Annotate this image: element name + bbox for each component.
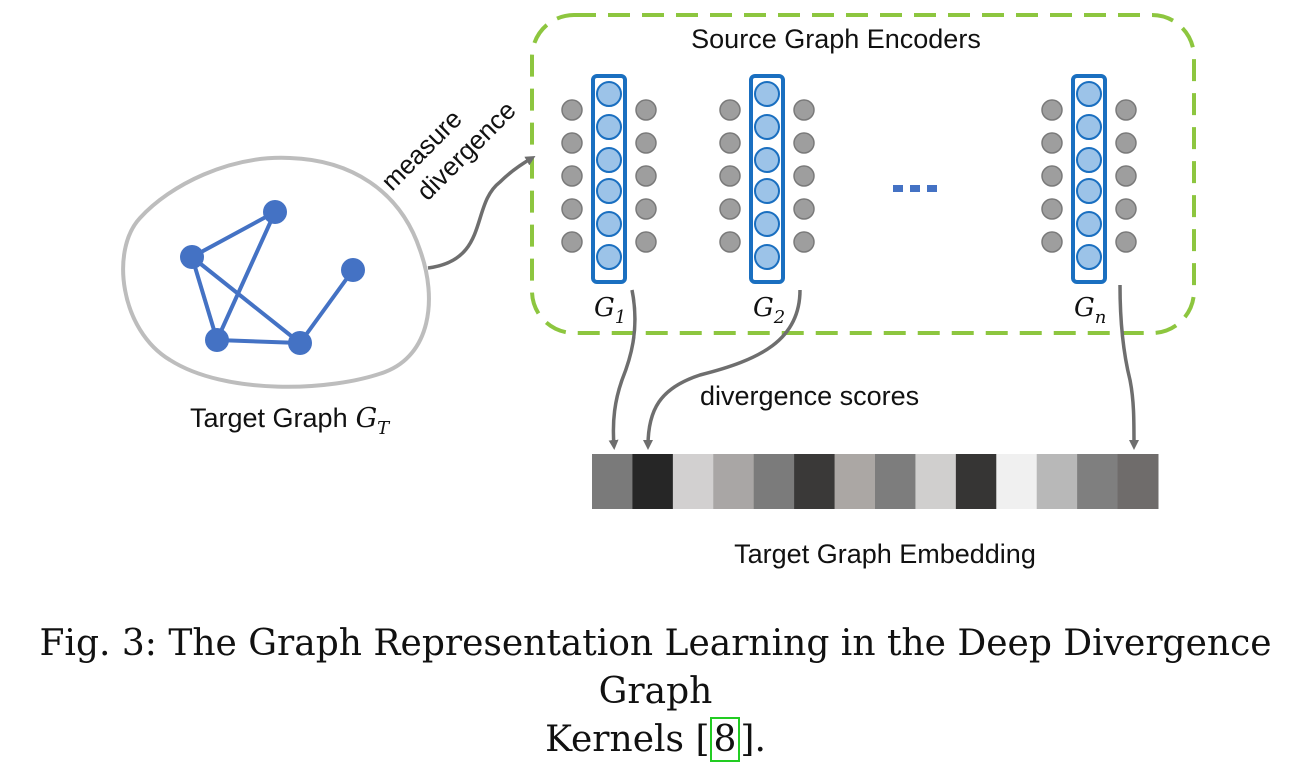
citation-open: [	[695, 719, 710, 760]
embedding-cell	[996, 454, 1038, 509]
measure-divergence-label: measure divergence	[375, 95, 522, 206]
embedding-cell	[955, 454, 997, 509]
hidden-node	[1115, 165, 1137, 187]
hidden-node	[793, 198, 815, 220]
measure-arrow	[427, 155, 536, 270]
hidden-node	[719, 198, 741, 220]
hidden-node	[793, 99, 815, 121]
encoder-node	[754, 211, 780, 237]
hidden-node	[561, 99, 583, 121]
target-graph-outline	[121, 155, 431, 389]
hidden-node	[561, 231, 583, 253]
encoder-node	[596, 178, 622, 204]
caption-line-1: Fig. 3: The Graph Representation Learnin…	[39, 623, 1272, 712]
hidden-node	[1115, 198, 1137, 220]
target-graph-edges	[190, 210, 355, 345]
caption-kernels: Kernels	[545, 719, 684, 760]
embedding-cell	[713, 454, 755, 509]
score-arrow-g1	[608, 289, 637, 450]
encoder-1	[561, 74, 657, 284]
encoder-node	[596, 211, 622, 237]
encoder-node	[754, 178, 780, 204]
encoder-node	[596, 114, 622, 140]
encoder-node	[754, 147, 780, 173]
encoder-node	[1076, 211, 1102, 237]
hidden-node	[1041, 165, 1063, 187]
encoder-frame	[591, 74, 627, 284]
hidden-node	[635, 198, 657, 220]
hidden-node	[1041, 99, 1063, 121]
score-arrow-gn	[1118, 284, 1139, 450]
hidden-node	[1115, 99, 1137, 121]
hidden-node	[719, 99, 741, 121]
encoder-node	[596, 244, 622, 270]
encoder-node	[1076, 81, 1102, 107]
citation-close: ].	[740, 719, 766, 760]
embedding-cell	[915, 454, 957, 509]
encoder-node	[1076, 114, 1102, 140]
encoder-2	[719, 74, 815, 284]
hidden-node	[635, 165, 657, 187]
hidden-node	[793, 165, 815, 187]
encoders-group	[561, 74, 1137, 284]
embedding-cell	[1077, 454, 1119, 509]
encoder-label-gn: Gn	[1074, 293, 1106, 328]
hidden-node	[635, 132, 657, 154]
embedding-cell	[1117, 454, 1159, 509]
encoder-3	[1041, 74, 1137, 284]
embedding-cell	[1036, 454, 1078, 509]
ellipsis-icon	[893, 185, 937, 192]
encoder-node	[596, 81, 622, 107]
embedding-cell	[875, 454, 916, 509]
embedding-cell	[834, 454, 876, 509]
caption-line-2: Kernels [8].	[0, 716, 1311, 764]
hidden-node	[561, 198, 583, 220]
encoder-node	[754, 244, 780, 270]
encoder-label-g2: G2	[753, 293, 785, 328]
hidden-node	[635, 99, 657, 121]
figure-caption: Fig. 3: The Graph Representation Learnin…	[0, 620, 1311, 764]
hidden-node	[1041, 231, 1063, 253]
hidden-node	[561, 165, 583, 187]
figure-canvas: Source Graph Encoders G1 G2 Gn Target Gr…	[121, 13, 1196, 569]
encoder-node	[754, 81, 780, 107]
encoder-label-g1: G1	[594, 293, 626, 328]
embedding-cell	[672, 454, 714, 509]
embedding-label: Target Graph Embedding	[734, 539, 1036, 569]
hidden-node	[793, 132, 815, 154]
target-graph-nodes	[180, 200, 365, 355]
embedding-cell	[794, 454, 836, 509]
hidden-node	[719, 132, 741, 154]
hidden-node	[1115, 231, 1137, 253]
encoders-container	[530, 13, 1196, 335]
encoder-node	[596, 147, 622, 173]
encoder-node	[754, 114, 780, 140]
encoder-node	[1076, 178, 1102, 204]
embedding-cell	[632, 454, 674, 509]
hidden-node	[719, 231, 741, 253]
encoder-node	[1076, 244, 1102, 270]
hidden-node	[719, 165, 741, 187]
citation-link[interactable]: 8	[709, 717, 741, 762]
score-arrow-g2	[643, 289, 802, 450]
embedding-cell	[753, 454, 795, 509]
embedding-bar	[592, 454, 1159, 509]
hidden-node	[1115, 132, 1137, 154]
encoder-frame	[749, 74, 785, 284]
hidden-node	[793, 231, 815, 253]
hidden-node	[561, 132, 583, 154]
hidden-node	[635, 231, 657, 253]
divergence-scores-label: divergence scores	[700, 381, 919, 411]
encoders-title: Source Graph Encoders	[691, 24, 981, 54]
hidden-node	[1041, 132, 1063, 154]
encoder-frame	[1071, 74, 1107, 284]
hidden-node	[1041, 198, 1063, 220]
encoder-node	[1076, 147, 1102, 173]
embedding-cell	[592, 454, 633, 509]
